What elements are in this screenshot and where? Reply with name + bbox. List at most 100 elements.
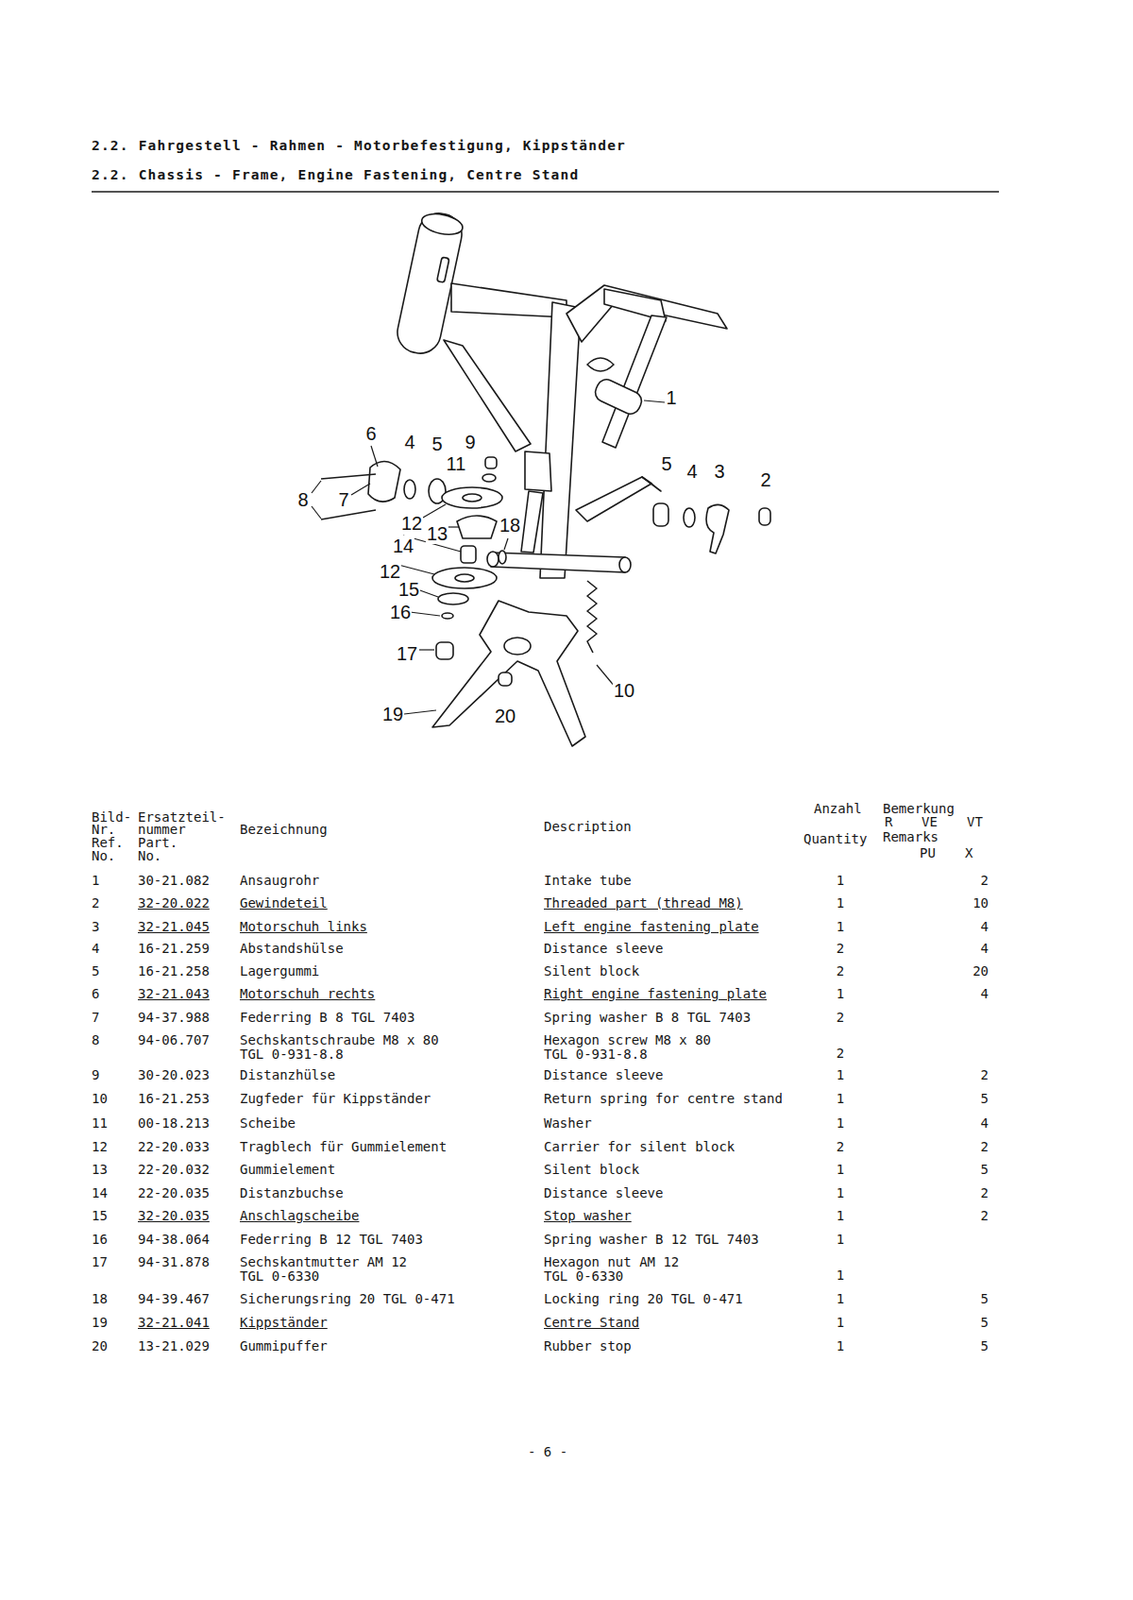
table-header: No. [91,848,116,863]
remark: 5 [980,1338,989,1353]
quantity: 1 [836,919,845,934]
quantity: 1 [836,1315,845,1330]
quantity: 2 [836,1010,845,1025]
callout-number: 8 [296,489,309,510]
quantity: 1 [836,873,845,888]
callout-number: 3 [712,460,726,482]
remark: 2 [980,1185,989,1201]
remark: 4 [980,941,989,956]
part-name: Gummipuffer [239,1338,328,1353]
quantity: 1 [836,1116,845,1131]
callout-number: 11 [445,453,468,474]
ref-number: 15 [91,1208,108,1223]
part-name: Stop washer [543,1208,632,1223]
part-name: Carrier for silent block [543,1139,735,1154]
quantity: 1 [836,1067,845,1083]
table-header: VE [921,814,938,829]
page-title: 2.2. Fahrgestell - Rahmen - Motorbefesti… [91,138,626,153]
table-header: Anzahl [813,801,863,816]
part-name: Distance sleeve [543,1185,663,1201]
callout-number: 4 [403,431,416,453]
callout-number: 20 [493,705,517,727]
part-name: Lagergummi [239,963,320,979]
callout-number: 19 [381,703,405,725]
part-number: 32-21.041 [137,1315,210,1330]
quantity: 1 [836,896,845,911]
callout-number: 4 [685,460,698,482]
part-number: 94-38.064 [137,1232,210,1247]
part-name: Scheibe [239,1116,296,1131]
part-number: 32-20.022 [137,896,210,911]
table-header: R [884,814,893,829]
part-number: 16-21.259 [137,941,210,956]
part-name: Rubber stop [543,1338,632,1353]
callout-number: 1 [664,387,677,408]
ref-number: 19 [91,1315,108,1330]
callout-number: 7 [337,489,350,510]
part-number: 94-37.988 [137,1010,210,1025]
part-name: Federring B 12 TGL 7403 [239,1232,423,1247]
table-header: Nr. [91,822,116,837]
part-name: Ansaugrohr [239,873,320,888]
part-name: Zugfeder für Kippständer [239,1091,431,1106]
page-number: - 6 - [527,1444,568,1459]
callout-number: 6 [364,422,377,444]
table-header: No. [137,848,162,863]
part-name: Gummielement [239,1162,336,1177]
part-name: Spring washer B 8 TGL 7403 [543,1010,751,1025]
table-header: Bemerkung [882,801,955,816]
part-name: Kippständer [239,1315,328,1330]
remark: 4 [980,919,989,934]
table-header: Remarks [882,829,939,845]
quantity: 1 [836,1268,845,1283]
quantity: 2 [836,941,845,956]
part-number: 13-21.029 [137,1338,210,1353]
table-header: VT [966,814,983,829]
part-name: Distanzbuchse [239,1185,344,1201]
callout-number: 13 [425,523,449,544]
part-number: 94-39.467 [137,1291,210,1306]
part-name: Gewindeteil [239,896,328,911]
part-name: Intake tube [543,873,632,888]
table-header: Ref. [91,835,124,850]
part-name: Distance sleeve [543,1067,663,1083]
table-header: PU [919,845,936,861]
quantity: 2 [836,1046,845,1061]
part-name: Silent block [543,963,640,979]
quantity: 1 [836,1162,845,1177]
ref-number: 18 [91,1291,108,1306]
quantity: 1 [836,1232,845,1247]
ref-number: 14 [91,1185,108,1201]
page-subtitle: 2.2. Chassis - Frame, Engine Fastening, … [91,168,579,183]
ref-number: 6 [91,986,100,1001]
part-name: Motorschuh rechts [239,986,375,1001]
part-name: Locking ring 20 TGL 0-471 [543,1291,744,1306]
part-number: 94-31.878 [137,1254,210,1269]
part-number: 00-18.213 [137,1116,210,1131]
remark: 2 [980,873,989,888]
part-name: Centre Stand [543,1315,640,1330]
part-name: Left engine fastening plate [543,919,760,934]
part-name: Spring washer B 12 TGL 7403 [543,1232,760,1247]
table-header: Part. [137,835,178,850]
part-name: Right engine fastening plate [543,986,767,1001]
part-name: Tragblech für Gummielement [239,1139,447,1154]
part-name: Abstandshülse [239,941,344,956]
remark: 2 [980,1139,989,1154]
ref-number: 20 [91,1338,108,1353]
callout-number: 5 [430,433,443,455]
callout-number: 16 [388,601,412,623]
callout-number: 18 [498,514,522,536]
remark: 4 [980,986,989,1001]
remark: 20 [972,963,989,979]
part-number: 16-21.253 [137,1091,210,1106]
part-number: 94-06.707 [137,1032,210,1048]
callout-number: 2 [759,469,772,491]
table-header: Description [543,819,632,834]
remark: 5 [980,1291,989,1306]
part-name: Anschlagscheibe [239,1208,359,1223]
part-name: Threaded part (thread M8) [543,896,744,911]
table-header: X [964,845,973,861]
ref-number: 13 [91,1162,108,1177]
